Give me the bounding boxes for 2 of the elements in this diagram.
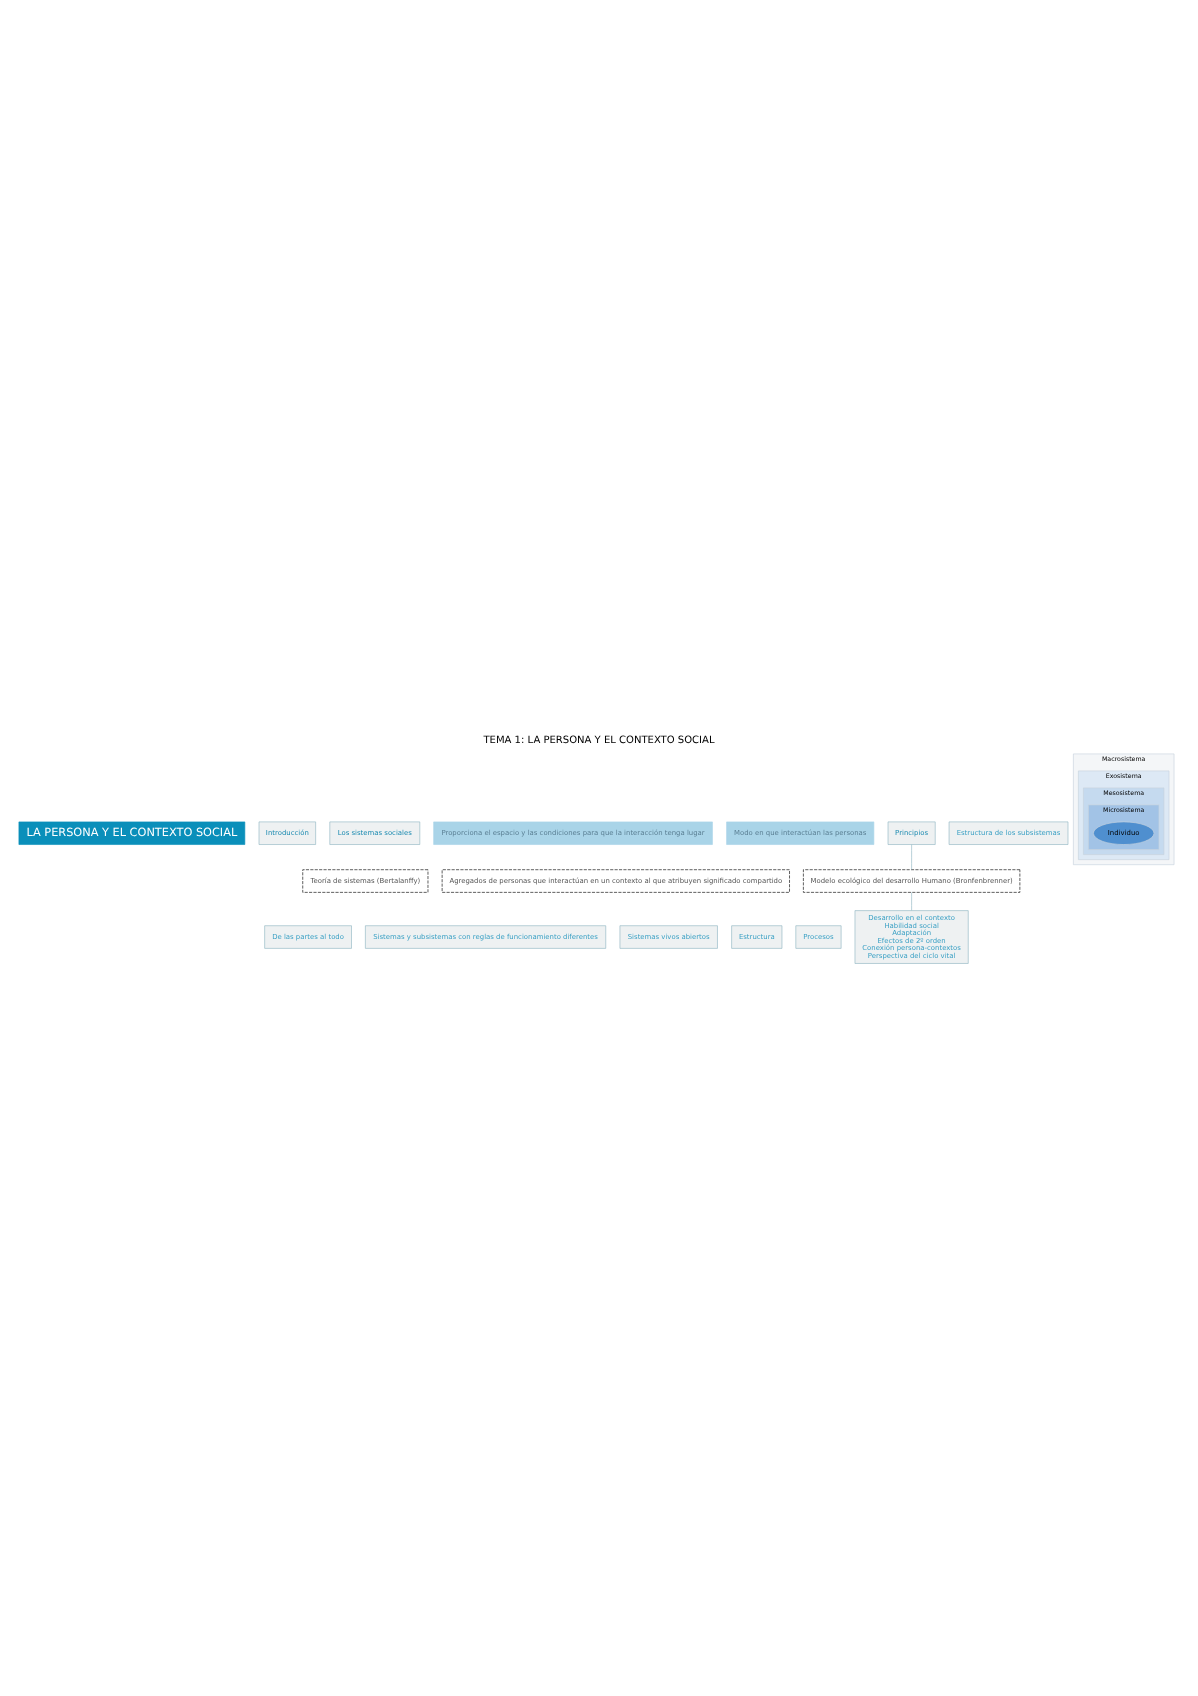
connector <box>911 844 912 870</box>
connector <box>911 892 912 911</box>
